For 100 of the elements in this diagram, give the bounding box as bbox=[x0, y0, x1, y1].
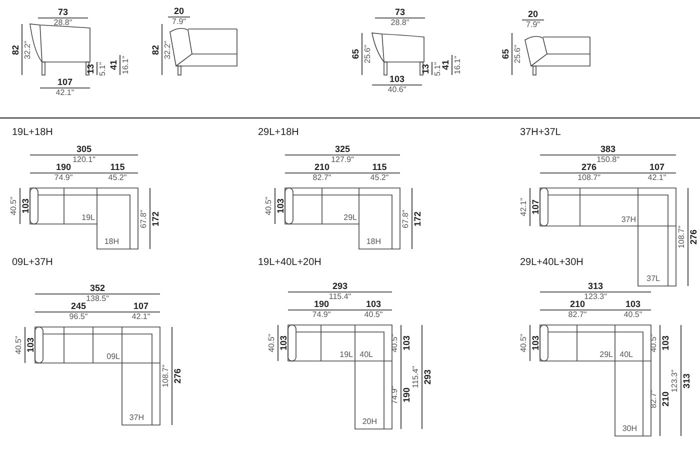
dimension-value-inches: 42.1" bbox=[520, 198, 528, 216]
dimension-value-inches: 67.8" bbox=[140, 209, 148, 228]
dimension-value: 65 bbox=[502, 49, 510, 59]
dimension-value-inches: 32.2" bbox=[24, 40, 32, 59]
dimension-value-inches: 40.5" bbox=[391, 334, 399, 352]
dimension-value: 41 bbox=[110, 60, 118, 70]
dimension-value: 103 bbox=[280, 335, 288, 351]
dimension-value: 103 bbox=[625, 300, 641, 309]
configuration-title: 37H+37L bbox=[520, 128, 561, 138]
module-code: 40L bbox=[360, 351, 373, 359]
configuration-title: 09L+37H bbox=[12, 258, 53, 268]
dimension-value-inches: 40.5" bbox=[265, 196, 273, 216]
dimension-value-inches: 16.1" bbox=[454, 56, 462, 74]
module-code: 37H bbox=[621, 216, 636, 224]
dimension-value-inches: 108.7" bbox=[578, 174, 600, 182]
dimension-value: 103 bbox=[276, 198, 286, 214]
dimension-value: 107 bbox=[133, 302, 149, 311]
dimension-value: 383 bbox=[600, 145, 616, 154]
dimension-value: 107 bbox=[57, 78, 73, 87]
dimension-value: 103 bbox=[366, 300, 382, 309]
dimension-value-inches: 115.4" bbox=[412, 366, 420, 388]
dimension-value-inches: 42.1" bbox=[56, 89, 74, 97]
dimension-value-inches: 150.8" bbox=[596, 156, 620, 164]
dimension-value-inches: 45.2" bbox=[370, 174, 389, 182]
dimension-value-inches: 32.2" bbox=[164, 40, 172, 59]
dimension-value: 103 bbox=[22, 198, 30, 214]
dimension-value: 82 bbox=[12, 44, 20, 54]
dimension-value-inches: 40.5" bbox=[520, 334, 528, 352]
dimension-value: 103 bbox=[26, 337, 36, 353]
module-code: 30H bbox=[622, 425, 637, 433]
dimension-value-inches: 40.6" bbox=[388, 86, 406, 94]
dimension-value-inches: 82.7" bbox=[650, 389, 658, 408]
dimension-value: 115 bbox=[372, 163, 387, 172]
dimension-value: 210 bbox=[314, 163, 330, 172]
dimension-value: 73 bbox=[58, 8, 68, 17]
dimension-value: 103 bbox=[662, 335, 670, 351]
dimension-value-inches: 138.5" bbox=[86, 295, 109, 303]
dimension-value-inches: 7.9" bbox=[526, 21, 540, 29]
dimension-value: 276 bbox=[690, 229, 698, 245]
dimension-value-inches: 123.3" bbox=[671, 369, 679, 392]
configuration-title: 29L+40L+30H bbox=[520, 258, 584, 268]
dimension-value: 20 bbox=[174, 7, 184, 16]
dimension-value-inches: 40.5" bbox=[268, 334, 276, 352]
dimension-value-inches: 123.3" bbox=[584, 293, 607, 301]
dimension-value: 82 bbox=[152, 44, 160, 54]
dimension-value-inches: 40.5" bbox=[15, 336, 23, 354]
dimension-value-inches: 108.7" bbox=[162, 364, 170, 388]
module-code: 29L bbox=[344, 214, 357, 222]
dimension-value: 305 bbox=[76, 145, 92, 154]
dimension-value-inches: 42.1" bbox=[648, 174, 666, 182]
dimension-value: 115 bbox=[110, 163, 125, 172]
dimension-value: 73 bbox=[395, 8, 405, 17]
dimension-value-inches: 7.9" bbox=[172, 18, 186, 26]
dimension-value: 190 bbox=[314, 300, 330, 309]
dimension-value: 41 bbox=[442, 60, 450, 70]
dimension-value-inches: 40.5" bbox=[650, 334, 658, 352]
dimension-value: 172 bbox=[152, 210, 160, 226]
dimension-value-inches: 74.9" bbox=[391, 386, 399, 404]
dimension-value-inches: 5.1" bbox=[434, 62, 442, 76]
module-code: 18H bbox=[104, 238, 119, 246]
dimension-value-inches: 25.6" bbox=[364, 44, 372, 64]
module-code: 20H bbox=[362, 418, 377, 426]
dimension-value-inches: 74.9" bbox=[312, 311, 331, 319]
dimension-value-inches: 40.5" bbox=[10, 196, 18, 216]
configuration-title: 19L+40L+20H bbox=[258, 258, 322, 268]
dimension-value-inches: 120.1" bbox=[72, 156, 96, 164]
dimension-value-inches: 74.9" bbox=[54, 174, 73, 182]
module-code: 09L bbox=[106, 353, 120, 361]
dimension-value: 293 bbox=[332, 282, 348, 291]
dimension-value: 13 bbox=[422, 64, 430, 74]
dimension-value-inches: 82.7" bbox=[568, 311, 587, 319]
dimension-value: 210 bbox=[570, 300, 586, 309]
dimension-value: 103 bbox=[389, 75, 405, 84]
dimension-value-inches: 5.1" bbox=[99, 62, 107, 76]
dimension-value-inches: 82.7" bbox=[312, 174, 332, 182]
module-code: 19L bbox=[340, 351, 353, 359]
dimension-value: 107 bbox=[649, 163, 665, 172]
dimension-value-inches: 67.8" bbox=[402, 209, 410, 228]
dimension-value: 20 bbox=[528, 10, 538, 19]
module-code: 29L bbox=[600, 351, 613, 359]
dimension-value-inches: 45.2" bbox=[108, 174, 127, 182]
dimension-value: 313 bbox=[682, 372, 692, 388]
dimension-value: 276 bbox=[174, 368, 182, 384]
dimension-value: 190 bbox=[402, 387, 412, 403]
dimension-value-inches: 115.4" bbox=[328, 293, 352, 301]
dimension-value: 245 bbox=[70, 302, 86, 311]
module-code: 19L bbox=[82, 214, 95, 222]
dimension-value-inches: 40.5" bbox=[364, 311, 383, 319]
module-code: 40L bbox=[620, 351, 633, 359]
dimension-value-inches: 40.5" bbox=[624, 311, 642, 319]
dimension-value-inches: 127.9" bbox=[331, 156, 354, 164]
dimension-value: 107 bbox=[532, 199, 540, 215]
dimension-value: 210 bbox=[662, 390, 670, 406]
configuration-title: 29L+18H bbox=[258, 128, 299, 138]
dimension-value-inches: 96.5" bbox=[69, 313, 88, 321]
configuration-title: 19L+18H bbox=[12, 128, 53, 138]
module-code: 18H bbox=[366, 238, 381, 246]
module-code: 37L bbox=[646, 275, 660, 283]
dimension-value: 352 bbox=[90, 284, 106, 293]
dimension-value-inches: 108.7" bbox=[678, 226, 686, 248]
